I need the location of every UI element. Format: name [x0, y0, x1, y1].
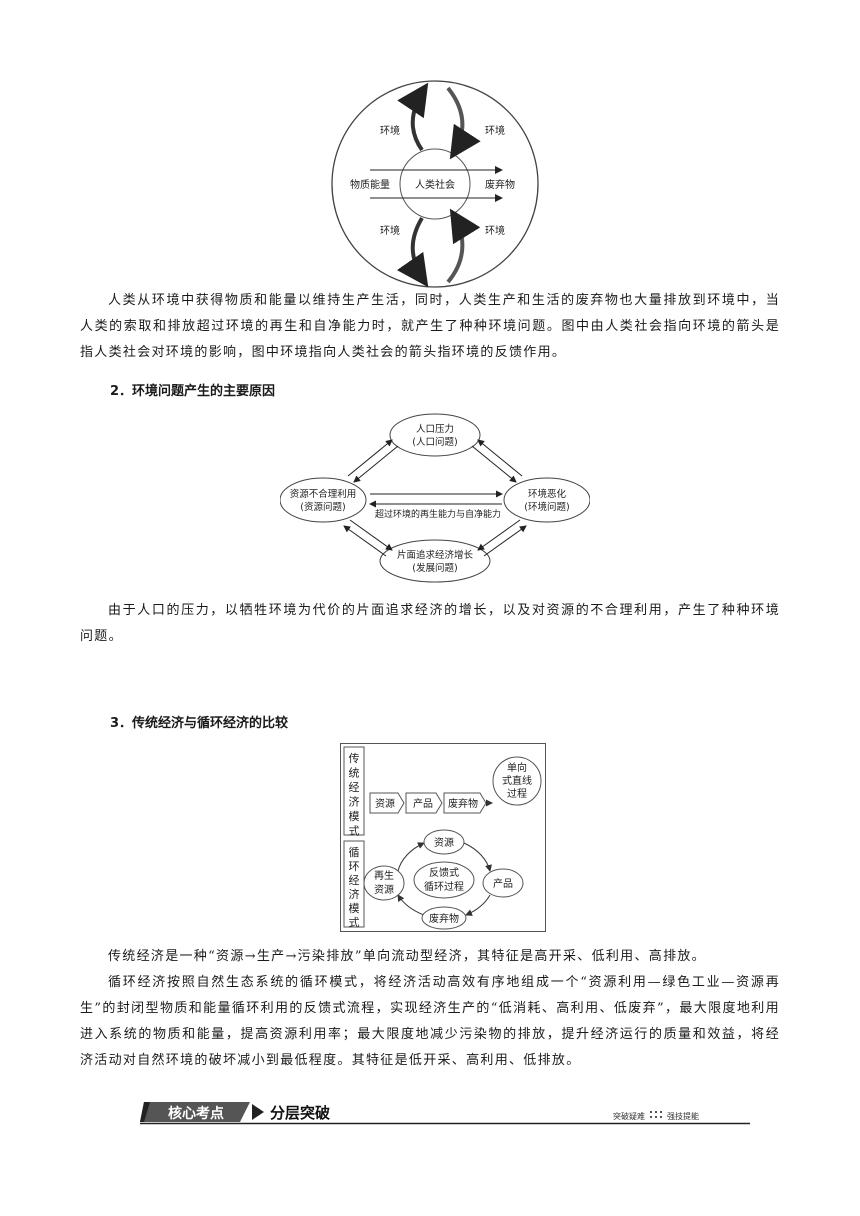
feedback-line2: 循环过程 — [424, 880, 464, 893]
linear-waste: 废弃物 — [448, 797, 478, 810]
cycle-product: 产品 — [493, 877, 513, 890]
vertical-label-char: 式 — [349, 825, 360, 838]
vertical-label-char: 循 — [349, 846, 360, 859]
vertical-label-char: 式 — [349, 916, 360, 929]
env-label-top-right: 环境 — [485, 124, 505, 137]
node-development-sub: (发展问题) — [412, 562, 457, 574]
vertical-label-char: 统 — [349, 767, 360, 780]
cycle-waste: 废弃物 — [429, 912, 459, 925]
linear-process-line1: 单向 — [507, 761, 527, 774]
vertical-label-char: 环 — [349, 860, 360, 873]
linear-process-line3: 过程 — [507, 787, 527, 800]
section-banner: 核心考点 分层突破 突破疑难 强技提能 — [140, 1102, 750, 1125]
cycle-renew-line2: 资源 — [374, 883, 394, 896]
banner-tag: 核心考点 — [168, 1105, 224, 1122]
node-population-sub: (人口问题) — [412, 436, 457, 448]
node-environment-sub: (环境问题) — [524, 501, 569, 513]
center-label: 人类社会 — [415, 178, 455, 191]
env-label-top-left: 环境 — [380, 124, 400, 137]
output-label: 废弃物 — [485, 178, 515, 191]
banner-title: 分层突破 — [270, 1104, 330, 1122]
vertical-label-char: 传 — [349, 752, 360, 765]
heading-2: 2．环境问题产生的主要原因 — [110, 384, 276, 399]
paragraph-4: 循环经济按照自然生态系统的循环模式，将经济活动高效有序地组成一个“资源利用—绿色… — [80, 975, 780, 1068]
feedback-line1: 反馈式 — [429, 866, 459, 879]
paragraph-2: 由于人口的压力，以牺牲环境为代价的片面追求经济的增长，以及对资源的不合理利用，产… — [80, 603, 780, 644]
vertical-label-char: 济 — [349, 887, 360, 901]
vertical-label-char: 济 — [349, 795, 360, 809]
paragraph-3: 传统经济是一种“资源→生产→污染排放”单向流动型经济，其特征是高开采、低利用、高… — [108, 949, 706, 964]
paragraph-1: 人类从环境中获得物质和能量以维持生产生活，同时，人类生产和生活的废弃物也大量排放… — [80, 293, 780, 360]
cycle-renew-line1: 再生 — [374, 869, 394, 882]
human-environment-diagram: 环境 环境 环境 环境 物质能量 人类社会 废弃物 — [331, 80, 539, 288]
vertical-label-char: 模 — [349, 902, 360, 915]
banner-right-left: 突破疑难 — [613, 1111, 645, 1121]
node-resource-sub: (资源问题) — [300, 501, 345, 513]
vertical-label-char: 经 — [349, 874, 360, 887]
node-population-title: 人口压力 — [416, 423, 454, 435]
vertical-label-char: 模 — [349, 810, 360, 823]
linear-process-line2: 式直线 — [502, 774, 532, 787]
banner-right-right: 强技提能 — [667, 1111, 699, 1121]
node-resource-title: 资源不合理利用 — [290, 488, 357, 500]
dots-icon — [650, 1111, 662, 1118]
node-development-title: 片面追求经济增长 — [397, 549, 474, 561]
cycle-resource: 资源 — [434, 836, 454, 849]
causes-diagram: 人口压力 (人口问题) 资源不合理利用 (资源问题) 环境恶化 (环境问题) 片… — [280, 413, 590, 583]
input-label: 物质能量 — [350, 178, 390, 191]
heading-3: 3．传统经济与循环经济的比较 — [110, 716, 289, 731]
env-label-bottom-left: 环境 — [380, 224, 400, 237]
center-relation-label: 超过环境的再生能力与自净能力 — [375, 508, 501, 520]
env-label-bottom-right: 环境 — [485, 224, 505, 237]
vertical-label-char: 经 — [349, 781, 360, 794]
linear-product: 产品 — [413, 797, 433, 810]
node-environment-title: 环境恶化 — [528, 488, 567, 500]
linear-resource: 资源 — [375, 797, 395, 810]
